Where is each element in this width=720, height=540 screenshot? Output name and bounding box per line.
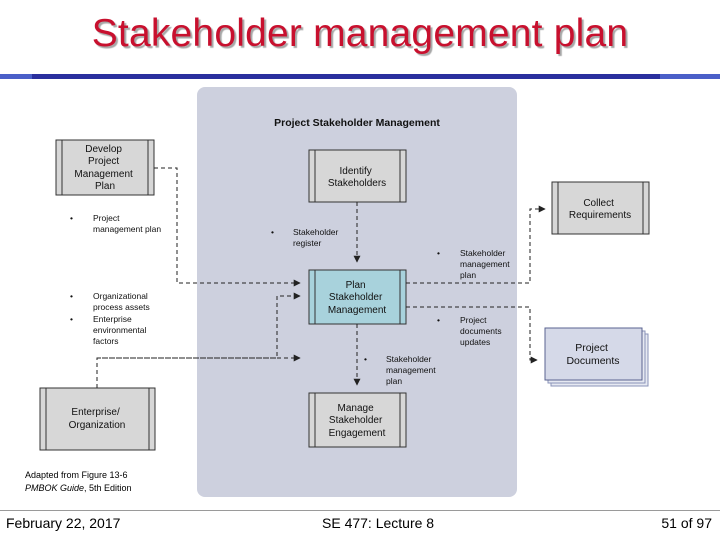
label-smp-out2: Stakeholder [386,354,432,364]
develop-plan-line: Management [74,169,133,180]
svg-text:Identify Stakeholders: Identify Stakeholders [328,166,386,189]
footer-rule [0,510,720,511]
svg-text:Collect Requirements: Collect Requirements [569,198,631,221]
project-documents-stack: Project Documents [544,327,649,387]
develop-plan-line: Plan [95,181,115,192]
footer-page-number: 51 of 97 [661,515,712,531]
plan-sm-line: Plan [346,280,366,291]
slide-title: Stakeholder management plan [91,12,629,55]
plan-sm-line: Stakeholder [329,292,383,303]
footer-course: SE 477: Lecture 8 [322,515,435,531]
label-register: register [293,238,322,248]
caption-line: PMBOK Guide, 5th Edition [25,482,132,495]
plan-sm-line: Management [328,305,387,316]
label-bullet: • [364,354,367,364]
svg-text:Project documents: Project documents updates [460,315,504,347]
enterprise-line: Organization [69,420,126,431]
caption-line: Adapted from Figure 13-6 [25,470,128,480]
enterprise-organization-box: Enterprise/ Organization [39,387,156,451]
label-pm-plan: management plan [93,224,161,234]
svg-text:Manage Stakeholder: Manage Stakeholder Engagement [329,403,386,439]
label-doc-updates: documents [460,326,502,336]
manage-line: Manage [338,403,375,414]
label-bullet: • [70,213,73,223]
title-rule-accent [0,74,32,79]
manage-stakeholder-engagement-box: Manage Stakeholder Engagement [308,392,407,448]
caption-source: PMBOK Guide [25,483,85,493]
label-eef: environmental [93,325,147,335]
collect-line: Requirements [569,210,631,221]
label-bullet: • [70,291,73,301]
svg-text:Stakeholder management: Stakeholder management plan [386,354,438,386]
label-opa: process assets [93,302,150,312]
caption-edition: , 5th Edition [84,483,132,493]
label-bullet: • [271,227,274,237]
figure-caption: Adapted from Figure 13-6 PMBOK Guide, 5t… [25,469,132,495]
plan-stakeholder-management-box: Plan Stakeholder Management [308,269,407,325]
collect-line: Collect [583,198,614,209]
manage-line: Engagement [329,428,386,439]
label-doc-updates: updates [460,337,490,347]
manage-line: Stakeholder [329,415,383,426]
identify-line: Identify [339,166,371,177]
label-opa: Organizational [93,291,148,301]
identify-stakeholders-box: Identify Stakeholders [308,149,407,203]
label-smp-out2: management [386,365,436,375]
svg-text:Project Documents: Project Documents [566,342,619,367]
project-documents-line: Documents [566,355,619,367]
footer-date: February 22, 2017 [6,515,121,531]
label-smp-out2: plan [386,376,402,386]
connector-develop-plan [154,167,301,287]
identify-line: Stakeholders [328,178,386,189]
svg-text:Develop Project Ma: Develop Project Management Plan [74,144,135,192]
develop-plan-line: Project [88,156,119,167]
label-pm-plan: Project [93,213,120,223]
svg-text:Enterprise environmental: Enterprise environmental factors [93,314,149,346]
svg-text:Stakeholder management: Stakeholder management plan [460,248,512,280]
label-eef: factors [93,336,119,346]
label-bullet: • [437,248,440,258]
title-rule [0,74,720,79]
svg-text:Project management plan: Project management plan [93,213,161,234]
label-bullet: • [437,315,440,325]
svg-text:Stakeholder register: Stakeholder register [293,227,341,248]
label-doc-updates: Project [460,315,487,325]
connector-collect-requirements [406,205,546,284]
connector-project-documents [406,306,538,364]
project-documents-line: Project [575,342,608,354]
develop-plan-line: Develop [85,144,122,155]
title-rule-accent [660,74,720,79]
enterprise-line: Enterprise/ [71,407,120,418]
develop-project-management-plan-box: Develop Project Management Plan [55,139,155,196]
label-register: Stakeholder [293,227,339,237]
svg-text:Enterprise/ Organization: Enterprise/ Organization [69,407,126,431]
label-smp-out1: plan [460,270,476,280]
label-bullet: • [70,314,73,324]
label-smp-out1: Stakeholder [460,248,506,258]
svg-text:Organizational process a: Organizational process assets [93,291,150,312]
label-smp-out1: management [460,259,510,269]
connector-enterprise-join [97,292,301,359]
process-group-title: Project Stakeholder Management [274,117,440,129]
process-diagram: Project Stakeholder Management Develop P… [39,87,650,497]
label-eef: Enterprise [93,314,132,324]
svg-text:Plan Stakeholder M: Plan Stakeholder Management [328,280,387,316]
collect-requirements-box: Collect Requirements [551,181,650,235]
